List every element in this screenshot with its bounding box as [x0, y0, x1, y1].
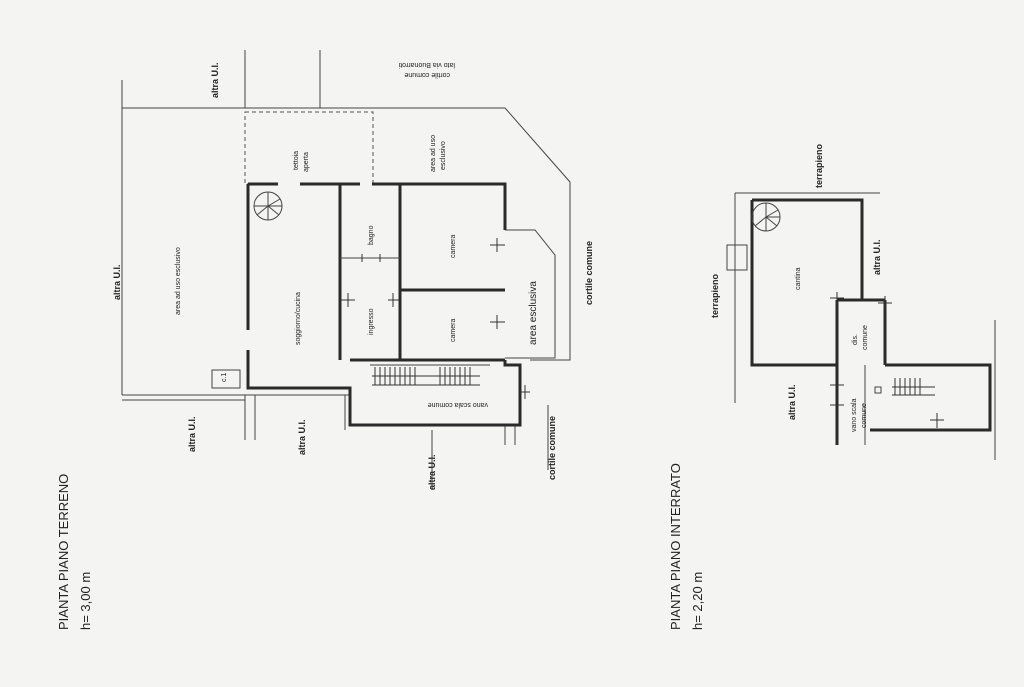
- terrapieno-box: [726, 244, 748, 271]
- label-altra-ui-bottom: altra U.I.: [787, 384, 797, 420]
- label-cortile-buonarroti-2: lato via Buonarroti: [398, 61, 455, 68]
- label-tettoia-1: tettoia: [293, 151, 300, 170]
- ground-floor-plan: altra U.I. cortile comune lato via Buona…: [56, 50, 594, 630]
- label-vano-scala-1: vano scala: [851, 398, 858, 432]
- label-altra-ui-top: altra U.I.: [210, 62, 220, 98]
- ground-floor-height: h= 3,00 m: [78, 572, 93, 630]
- label-vano-scala-2: comune: [861, 403, 868, 428]
- area-esclusiva-outline: [505, 229, 556, 359]
- label-area-uso-esclusivo-2: esclusivo: [440, 141, 447, 170]
- basement-height: h= 2,20 m: [690, 572, 705, 630]
- label-altra-ui-left: altra U.I.: [112, 264, 122, 300]
- boundary-line-top: [122, 107, 571, 361]
- label-bagno: bagno: [368, 225, 375, 245]
- basement-outer-wall: [750, 198, 992, 432]
- label-area-uso-esclusivo-1: area ad uso: [430, 135, 437, 172]
- ground-floor-title: PIANTA PIANO TERRENO: [56, 474, 71, 630]
- label-area-uso-esclusivo-big: area ad uso esclusivo: [175, 247, 182, 315]
- label-cantina: cantina: [795, 267, 802, 290]
- spiral-staircase: [253, 191, 283, 221]
- label-dis-comune-2: comune: [862, 325, 869, 350]
- straight-staircase: [372, 367, 480, 386]
- label-area-esclusiva: area esclusiva: [528, 281, 539, 345]
- label-tettoia-2: aperta: [303, 152, 310, 172]
- tettoia-dashed-outline: [244, 111, 374, 185]
- label-terrapieno-left: terrapieno: [710, 273, 720, 318]
- label-altra-ui-right: altra U.I.: [872, 239, 882, 275]
- label-cortile-comune-bottom: cortile comune: [547, 416, 557, 480]
- label-camera-1: camera: [450, 235, 457, 258]
- door-marks: [246, 182, 530, 399]
- label-cortile-comune-right: cortile comune: [584, 241, 594, 305]
- label-cortile-buonarroti-1: cortile comune: [404, 71, 450, 78]
- basement-small-square: [874, 386, 882, 394]
- label-dis-comune-1: dis.: [852, 334, 859, 345]
- label-terrapieno-top: terrapieno: [814, 143, 824, 188]
- basement-door-marks: [830, 292, 944, 428]
- label-vano-scala: vano scala comune: [428, 401, 488, 408]
- basement-straight-staircase: [892, 378, 935, 396]
- basement-spiral-staircase: [751, 202, 781, 232]
- label-soggiorno: soggiorno/cucina: [295, 292, 302, 345]
- label-c1: c.1: [221, 373, 228, 382]
- label-ingresso: ingresso: [368, 308, 375, 335]
- label-camera-2: camera: [450, 319, 457, 342]
- main-outer-wall: [246, 182, 522, 427]
- c1-box: [211, 369, 241, 389]
- label-altra-ui-b1: altra U.I.: [187, 416, 197, 452]
- basement-title: PIANTA PIANO INTERRATO: [668, 463, 683, 630]
- basement-plan: terrapieno terrapieno cantina altra U.I.…: [668, 143, 996, 630]
- label-altra-ui-b2: altra U.I.: [297, 419, 307, 455]
